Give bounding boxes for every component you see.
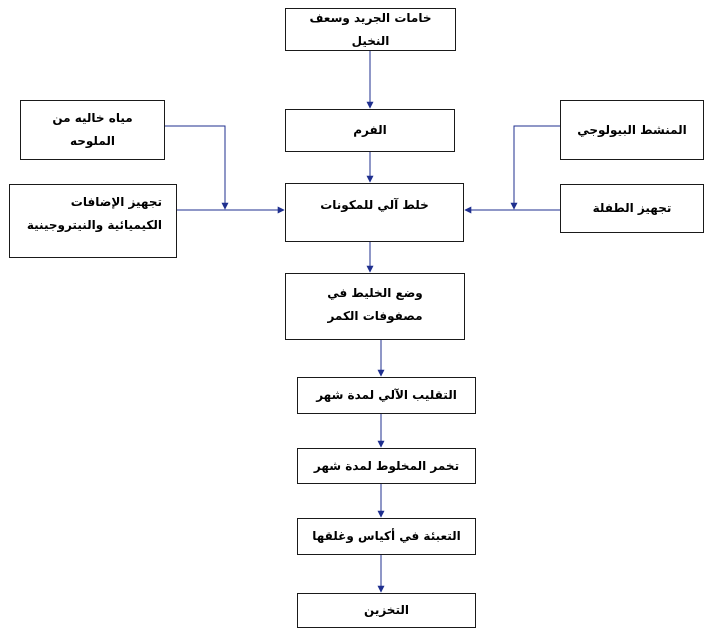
box-mechanical-mixing: خلط آلي للمكونات [285, 183, 464, 242]
box-mechanical-turning: التقليب الآلي لمدة شهر [297, 377, 476, 414]
box-saline-free-water: مياه خاليه من الملوحه [20, 100, 165, 160]
arrow-water-to-junction [165, 125, 229, 210]
box-biological-activator: المنشط البيولوجي [560, 100, 704, 160]
box-packing: التعبئة في أكياس وغلقها [297, 518, 476, 555]
box-inoculum-prep: تجهيز الطفلة [560, 184, 704, 233]
arrow-activator-to-junction [510, 125, 560, 210]
box-chemical-additions: تجهيز الإضافات الكيميائية والنيتروجينية [9, 184, 177, 258]
box-raw-materials: خامات الجريد وسعف النخيل [285, 8, 456, 51]
box-chopping: الفرم [285, 109, 455, 152]
box-storage: التخزين [297, 593, 476, 628]
box-placing-mixture: وضع الخليط في مصفوفات الكمر [285, 273, 465, 340]
box-fermentation: تخمر المخلوط لمدة شهر [297, 448, 476, 484]
